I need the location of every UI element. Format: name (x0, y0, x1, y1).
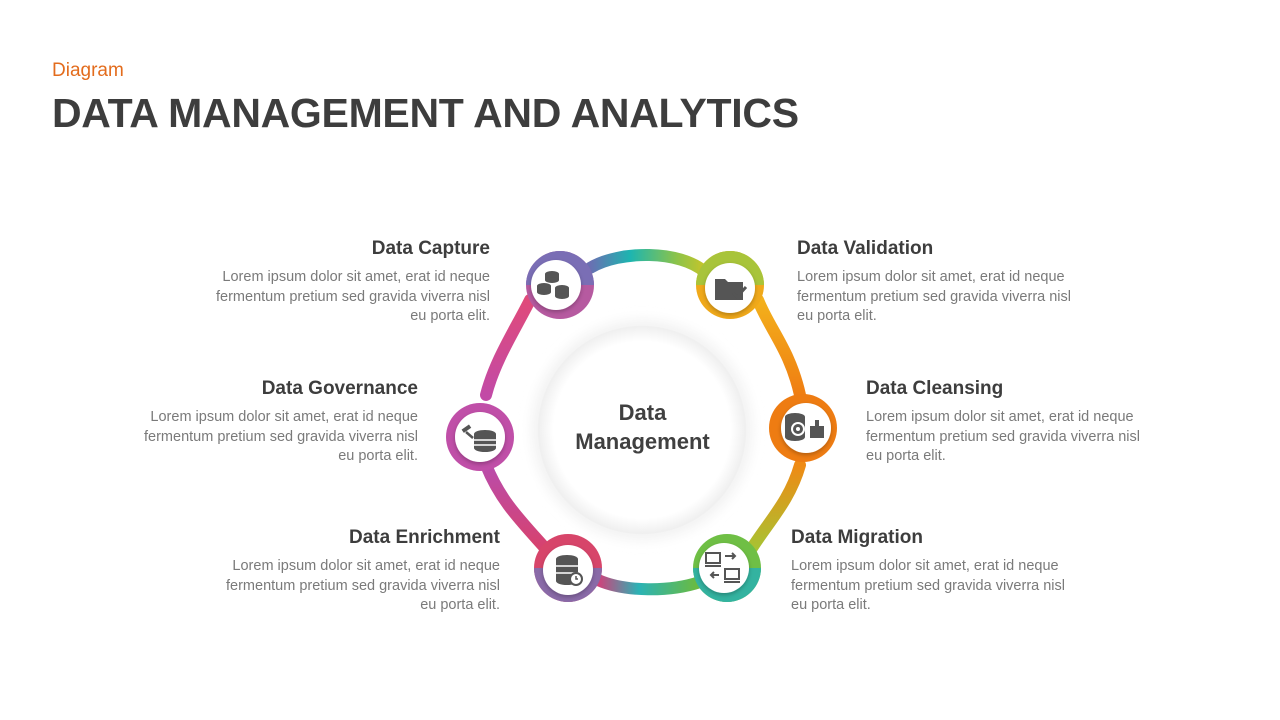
item-data-cleansing: Data Cleansing Lorem ipsum dolor sit ame… (866, 378, 1156, 467)
connector-enrichment-governance (480, 459, 551, 554)
item-title: Data Enrichment (349, 527, 500, 548)
item-description: Lorem ipsum dolor sit amet, erat id nequ… (797, 269, 1071, 324)
database-clock-icon (556, 555, 583, 586)
item-description: Lorem ipsum dolor sit amet, erat id nequ… (866, 409, 1140, 464)
item-title: Data Cleansing (866, 378, 1004, 399)
center-label-line2: Management (575, 429, 710, 454)
connector-capture-validation (584, 249, 711, 278)
item-data-governance: Data Governance Lorem ipsum dolor sit am… (128, 378, 418, 467)
page-title: DATA MANAGEMENT AND ANALYTICS (52, 90, 799, 136)
item-description: Lorem ipsum dolor sit amet, erat id nequ… (144, 409, 418, 464)
center-label: Data Management (545, 398, 740, 456)
coins-stack-icon (537, 271, 569, 299)
item-data-validation: Data Validation Lorem ipsum dolor sit am… (797, 238, 1087, 327)
center-label-line1: Data (618, 400, 667, 425)
item-data-migration: Data Migration Lorem ipsum dolor sit ame… (791, 527, 1081, 616)
node-disc-capture (531, 260, 581, 310)
computer-transfer-icon (705, 552, 740, 583)
item-description: Lorem ipsum dolor sit amet, erat id nequ… (216, 269, 490, 324)
item-title: Data Validation (797, 238, 934, 259)
connector-governance-capture (480, 294, 536, 401)
connector-migration-enrichment (592, 574, 706, 596)
item-data-enrichment: Data Enrichment Lorem ipsum dolor sit am… (210, 527, 500, 616)
item-data-capture: Data Capture Lorem ipsum dolor sit amet,… (200, 238, 490, 327)
database-gavel-icon (461, 424, 496, 452)
connector-validation-cleansing (752, 294, 806, 401)
item-title: Data Governance (261, 378, 418, 399)
item-description: Lorem ipsum dolor sit amet, erat id nequ… (226, 558, 500, 613)
item-description: Lorem ipsum dolor sit amet, erat id nequ… (791, 558, 1065, 613)
folder-check-icon (715, 279, 748, 300)
eyebrow-label: Diagram (52, 60, 124, 81)
item-title: Data Capture (371, 238, 490, 259)
connector-cleansing-migration (746, 459, 806, 554)
center-circle (538, 326, 746, 534)
database-gear-icon (785, 413, 824, 441)
item-title: Data Migration (791, 527, 923, 548)
